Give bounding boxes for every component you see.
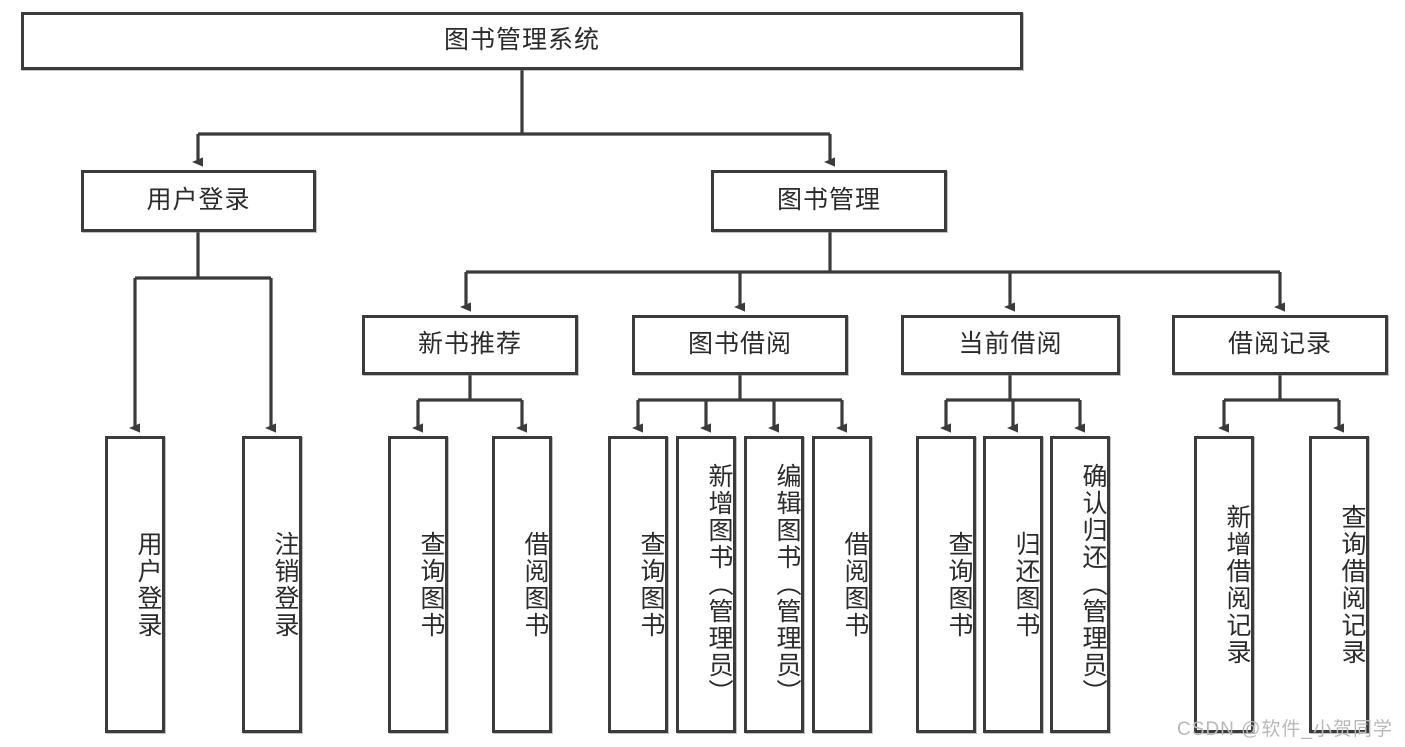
node-leaf-query-borrow-record[interactable]: 查询借阅记录: [1309, 436, 1369, 733]
node-current-borrow-label: 当前借阅: [958, 330, 1063, 359]
node-user-login[interactable]: 用户登录: [81, 170, 316, 232]
node-book-manage-label: 图书管理: [776, 186, 881, 215]
node-leaf-return-book-label: 归还图书: [1012, 530, 1040, 639]
node-leaf-borrow-book-rec-label: 借阅图书: [521, 530, 549, 639]
node-leaf-user-login[interactable]: 用户登录: [105, 436, 165, 733]
node-leaf-add-borrow-record[interactable]: 新增借阅记录: [1194, 436, 1254, 733]
node-leaf-add-borrow-record-label: 新增借阅记录: [1223, 503, 1251, 666]
node-book-borrow-label: 图书借阅: [687, 330, 792, 359]
node-leaf-confirm-return-admin-label: 确认归还（管理员）: [1079, 463, 1107, 706]
node-new-book-recommend[interactable]: 新书推荐: [362, 315, 578, 375]
node-current-borrow[interactable]: 当前借阅: [901, 315, 1120, 375]
node-leaf-query-borrow-record-label: 查询借阅记录: [1338, 503, 1366, 666]
node-leaf-borrow-book[interactable]: 借阅图书: [812, 436, 872, 733]
node-leaf-query-book-rec-label: 查询图书: [417, 530, 445, 639]
node-leaf-query-book-borrow[interactable]: 查询图书: [608, 436, 668, 733]
node-leaf-user-login-label: 用户登录: [134, 530, 162, 639]
node-root-label: 图书管理系统: [443, 26, 600, 55]
node-leaf-add-book-admin[interactable]: 新增图书（管理员）: [676, 436, 736, 733]
node-borrow-record-label: 借阅记录: [1227, 330, 1332, 359]
node-leaf-edit-book-admin-label: 编辑图书（管理员）: [773, 463, 801, 706]
node-book-borrow[interactable]: 图书借阅: [632, 315, 848, 375]
node-user-login-label: 用户登录: [146, 186, 251, 215]
node-borrow-record[interactable]: 借阅记录: [1172, 315, 1388, 375]
node-leaf-return-book[interactable]: 归还图书: [983, 436, 1043, 733]
node-book-manage[interactable]: 图书管理: [711, 170, 947, 232]
node-leaf-edit-book-admin[interactable]: 编辑图书（管理员）: [744, 436, 804, 733]
node-leaf-logout-label: 注销登录: [271, 530, 299, 639]
node-leaf-borrow-book-rec[interactable]: 借阅图书: [492, 436, 552, 733]
node-new-book-recommend-label: 新书推荐: [417, 330, 522, 359]
node-leaf-logout[interactable]: 注销登录: [242, 436, 302, 733]
node-leaf-add-book-admin-label: 新增图书（管理员）: [705, 463, 733, 706]
node-root[interactable]: 图书管理系统: [21, 12, 1023, 70]
node-leaf-query-book-current[interactable]: 查询图书: [916, 436, 976, 733]
node-leaf-query-book-borrow-label: 查询图书: [637, 530, 665, 639]
watermark: CSDN @软件_小贺同学: [1177, 719, 1393, 740]
node-leaf-borrow-book-label: 借阅图书: [841, 530, 869, 639]
node-leaf-query-book-current-label: 查询图书: [945, 530, 973, 639]
node-leaf-query-book-rec[interactable]: 查询图书: [388, 436, 448, 733]
node-leaf-confirm-return-admin[interactable]: 确认归还（管理员）: [1050, 436, 1110, 733]
